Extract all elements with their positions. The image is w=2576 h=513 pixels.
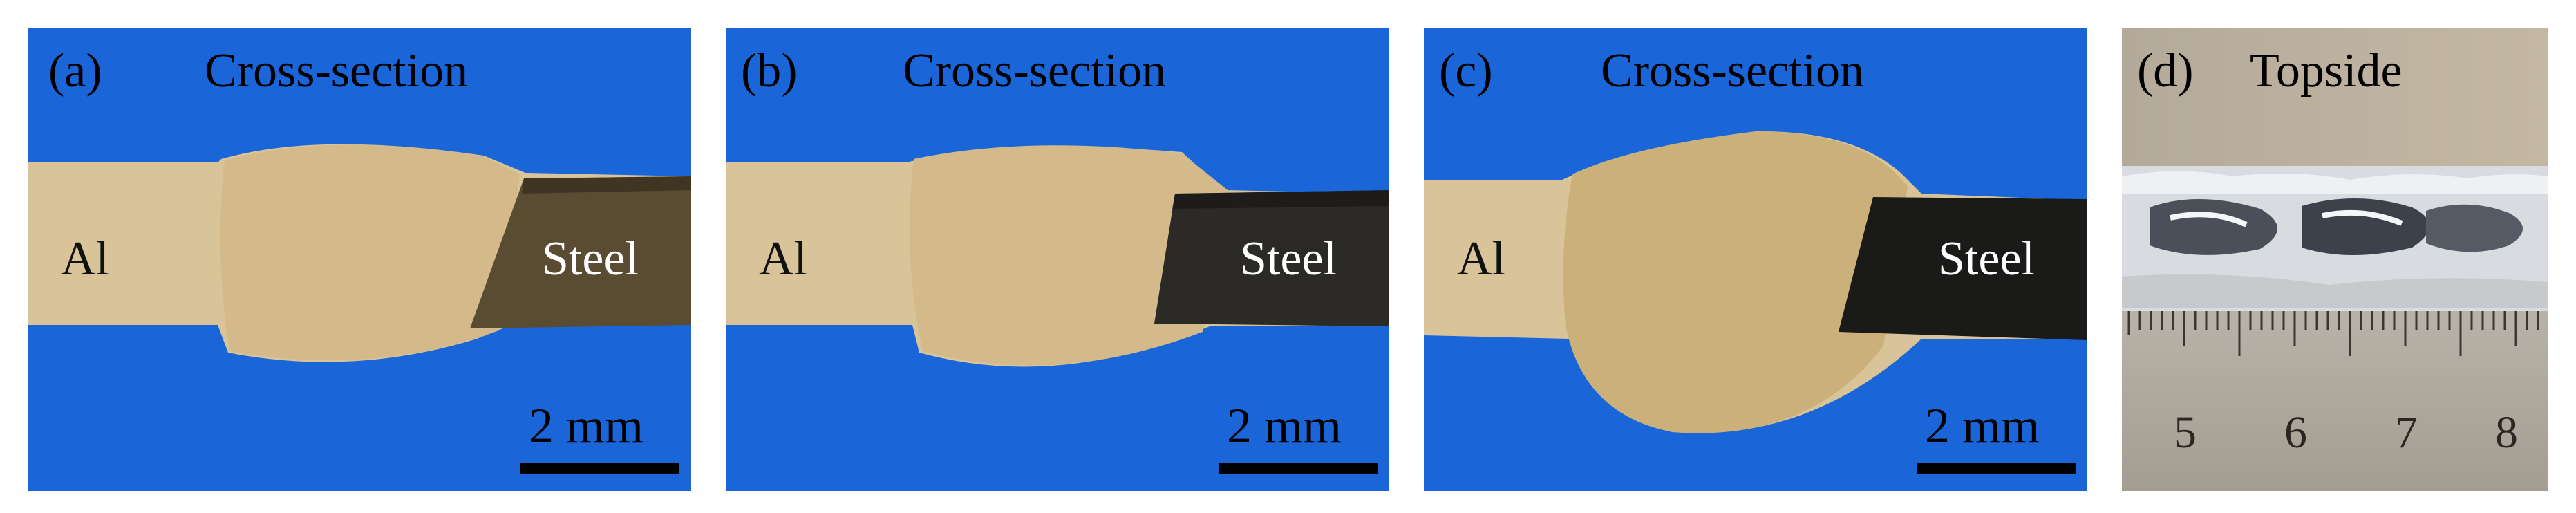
ruler-number: 8	[2495, 407, 2518, 458]
panel-a-scale-label: 2 mm	[529, 398, 644, 454]
panel-b-right-material: Steel	[1240, 232, 1337, 286]
panel-b-letter: (b)	[741, 44, 798, 97]
cross-section-c-image	[1424, 28, 2087, 491]
cross-section-a-image	[28, 28, 691, 491]
panel-a: (a) Cross-section Al Steel 2 mm	[28, 28, 691, 491]
panel-b: (b) Cross-section Al Steel 2 mm	[726, 28, 1389, 491]
panel-a-left-material: Al	[61, 232, 109, 286]
topside-weld-photo	[2122, 28, 2548, 491]
panel-c-right-material: Steel	[1938, 232, 2035, 286]
panel-a-letter: (a)	[48, 44, 102, 97]
panel-d: (d) Topside 5 6 7 8	[2122, 28, 2548, 491]
panel-c-left-material: Al	[1457, 232, 1505, 286]
panel-b-scale-label: 2 mm	[1227, 398, 1342, 454]
ruler-number: 6	[2284, 407, 2307, 458]
panel-b-scale-bar	[1219, 463, 1378, 474]
panel-a-right-material: Steel	[542, 232, 639, 286]
panel-d-letter: (d)	[2137, 44, 2194, 97]
panel-c-scale-label: 2 mm	[1925, 398, 2040, 454]
panel-c: (c) Cross-section Al Steel 2 mm	[1424, 28, 2087, 491]
ruler-number: 5	[2174, 407, 2197, 458]
panel-b-left-material: Al	[759, 232, 807, 286]
panel-d-title: Topside	[2250, 44, 2403, 97]
panel-c-scale-bar	[1917, 463, 2076, 474]
cross-section-b-image	[726, 28, 1389, 491]
panel-a-title: Cross-section	[205, 44, 469, 97]
panel-b-title: Cross-section	[903, 44, 1167, 97]
panel-c-letter: (c)	[1439, 44, 1493, 97]
ruler-number: 7	[2395, 407, 2418, 458]
panel-a-scale-bar	[520, 463, 679, 474]
panel-c-title: Cross-section	[1601, 44, 1865, 97]
